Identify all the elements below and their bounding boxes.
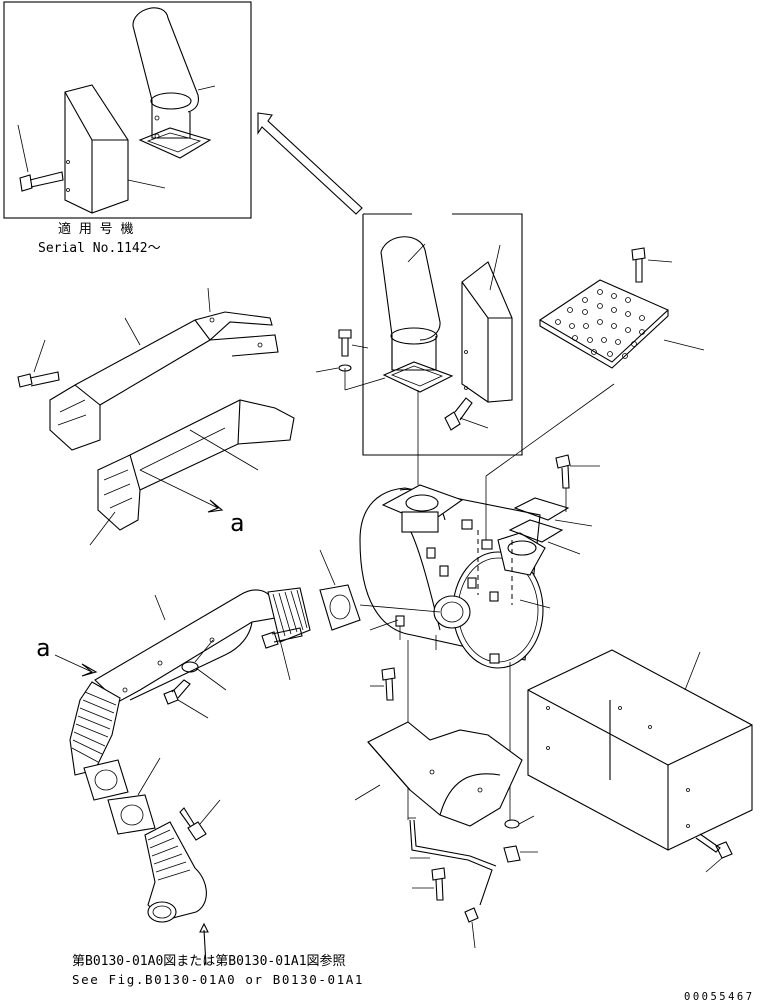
drain-tube — [408, 817, 497, 906]
lower-duct-cover — [89, 399, 295, 546]
flexible-hose-elbow — [144, 821, 209, 966]
inset-tail-pipe — [132, 7, 216, 159]
hose-bolt-icon — [179, 799, 221, 841]
drawing-code: 00055467 — [684, 991, 755, 1003]
view-a-arrow-lower — [54, 654, 98, 677]
clamp-bolt-icon — [555, 454, 600, 512]
exhaust-pipe — [69, 587, 311, 776]
plate-bolt-icon — [631, 247, 673, 283]
upper-duct-cover — [49, 287, 279, 451]
cover-bolt-icon — [444, 397, 489, 431]
cover-mount-bolt-icon — [695, 833, 733, 873]
tail-pipe-option-box — [362, 213, 523, 456]
perforated-plate — [485, 279, 705, 477]
pipe-lower-bolt-icon — [163, 679, 209, 719]
pipe-washer-icon — [315, 364, 386, 391]
serial-inset-range: Serial No.1142～ — [38, 241, 161, 256]
gasket-lower — [508, 519, 581, 555]
serial-inset-box — [3, 1, 252, 219]
bracket-nut-icon — [503, 845, 538, 863]
gasket-upper — [513, 497, 593, 527]
view-a-label-upper: a — [230, 509, 245, 537]
view-a-label-lower: a — [36, 634, 51, 662]
drain-bolt-icon — [412, 867, 446, 901]
pipe-bolt-icon — [338, 329, 369, 357]
footnote-japanese: 第B0130-01A0図または第B0130-01A1図参照 — [72, 954, 346, 969]
view-a-arrow-upper — [139, 469, 224, 513]
bracket-bolt-icon — [370, 667, 396, 701]
serial-inset-title: 適 用 号 機 — [58, 222, 134, 237]
pipe-washer-left-icon — [181, 639, 227, 691]
large-side-cover — [527, 649, 753, 851]
inset-bolt-icon — [17, 124, 64, 192]
hose-flange-gasket-b — [107, 757, 161, 835]
pipe-mount-bolt-icon — [261, 627, 303, 681]
muffler-bracket — [354, 721, 523, 827]
muffler-body — [359, 484, 551, 669]
footnote-english: See Fig.B0130-01A0 or B0130-01A1 — [72, 972, 365, 987]
tail-pipe — [380, 236, 454, 393]
duct-bolt-icon — [17, 339, 60, 388]
assembly-guide-lines — [407, 390, 513, 820]
drain-nut-icon — [464, 907, 479, 949]
bracket-washer-icon — [504, 815, 535, 829]
inset-pointer-arrow-icon — [257, 112, 363, 215]
tail-pipe-cover — [461, 244, 513, 403]
hose-flange-gasket-a — [83, 759, 129, 801]
muffler-inlet-gasket — [319, 549, 441, 631]
inset-cover — [64, 84, 166, 214]
